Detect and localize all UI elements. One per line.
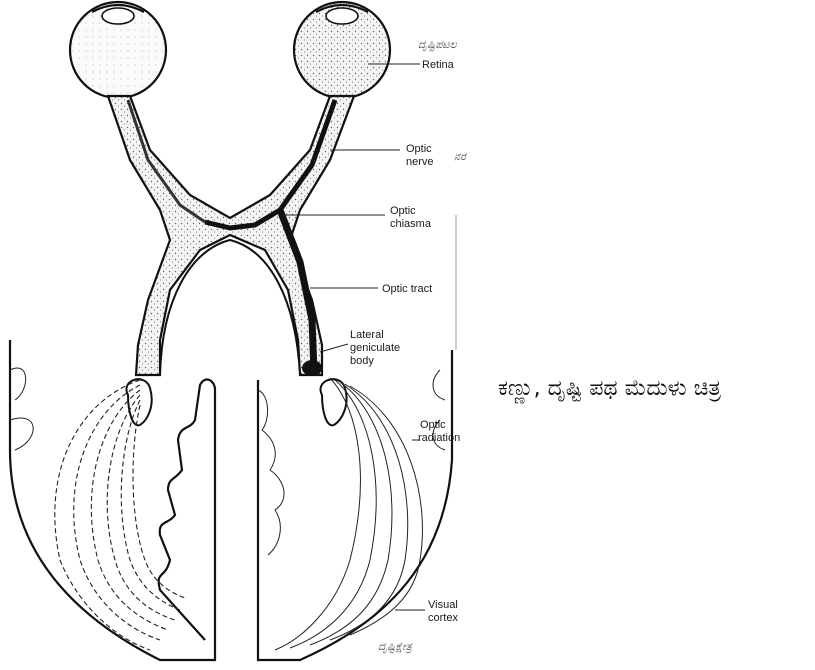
label-lgb-2: geniculate bbox=[350, 342, 400, 354]
handnote-retina: ದೃಷ್ಟಿಪಟಲ bbox=[418, 38, 458, 52]
label-retina: Retina bbox=[422, 59, 455, 71]
handnote-optic-nerve: ನರ bbox=[454, 150, 467, 163]
label-optic-radiation-1: Optic bbox=[420, 419, 446, 431]
left-hemisphere bbox=[10, 340, 215, 660]
label-optic-radiation-2: radiation bbox=[418, 432, 460, 444]
left-eyeball bbox=[70, 2, 166, 98]
optic-pathway bbox=[108, 96, 354, 376]
label-optic-nerve-2: nerve bbox=[406, 156, 434, 168]
label-optic-tract: Optic tract bbox=[382, 283, 432, 295]
handnote-cortex: ದೃಷ್ಟಿಕ್ಷೇತ್ರ bbox=[378, 640, 413, 654]
right-eyeball bbox=[294, 2, 390, 98]
label-optic-nerve-1: Optic bbox=[406, 143, 432, 155]
label-optic-chiasma-2: chiasma bbox=[390, 218, 432, 230]
label-visual-cortex-2: cortex bbox=[428, 612, 458, 624]
right-hemisphere bbox=[258, 350, 452, 660]
label-optic-chiasma-1: Optic bbox=[390, 205, 416, 217]
diagram-caption: ಕಣ್ಣು, ದೃಷ್ಟಿ ಪಥ ಮೆದುಳು ಚಿತ್ರ bbox=[498, 376, 721, 404]
label-lgb-1: Lateral bbox=[350, 329, 384, 341]
label-visual-cortex-1: Visual bbox=[428, 599, 458, 611]
label-lgb-3: body bbox=[350, 355, 374, 367]
